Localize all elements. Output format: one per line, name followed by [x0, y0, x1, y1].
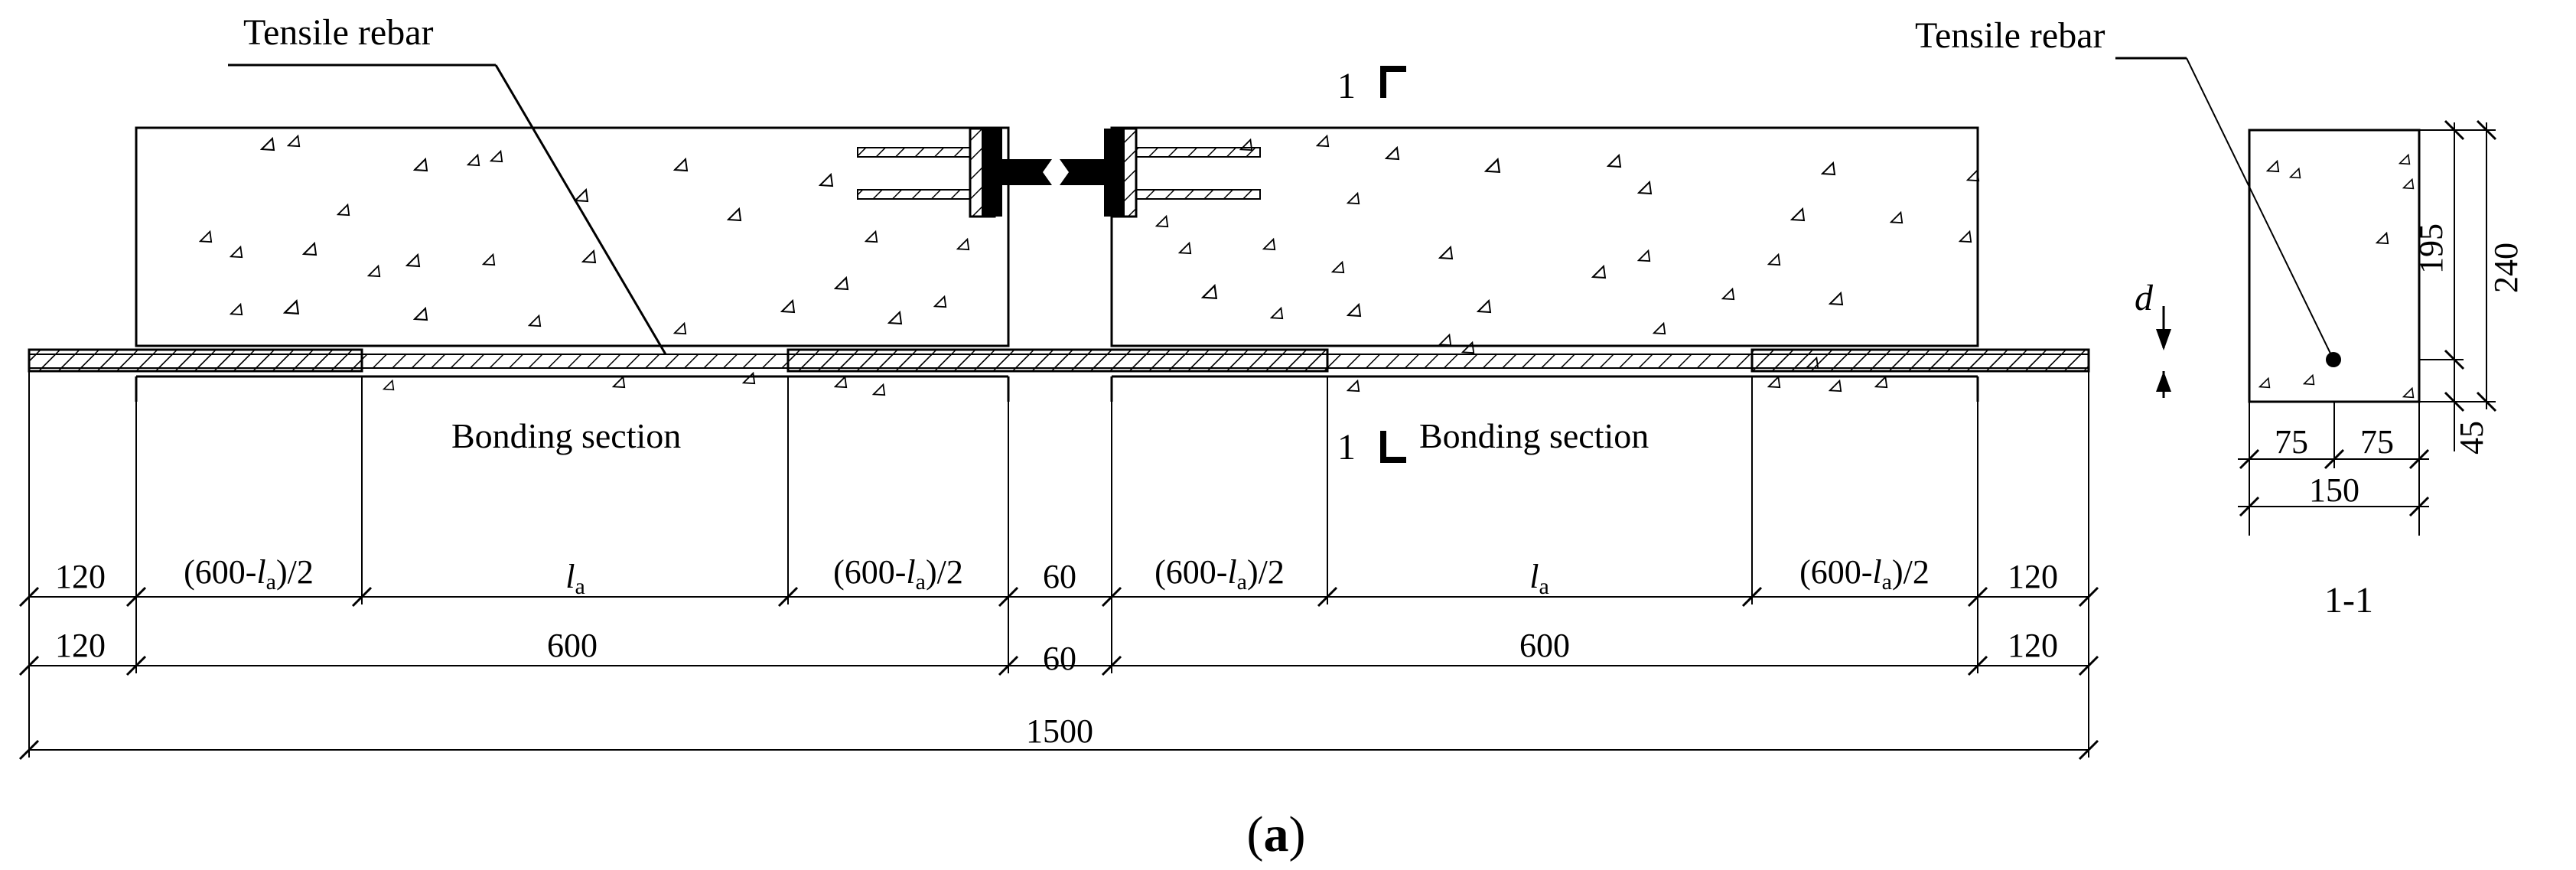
dim-r1-half-4: (600-la)/2 [1799, 553, 1930, 595]
tensile-rebar-text-right: Tensile rebar [1915, 15, 2105, 56]
dimension-row-1: 120 (600-la)/2 la (600-la)/2 60 (600-la)… [18, 553, 2099, 608]
tensile-rebar-text-left: Tensile rebar [243, 12, 434, 53]
dimension-total: 1500 [18, 712, 2099, 761]
sec-dim-half-left: 75 [2275, 423, 2308, 461]
section-mark-top-text: 1 [1337, 66, 1356, 106]
dim-r1-half-2: (600-la)/2 [833, 553, 963, 595]
dim-r2-end-left: 120 [55, 627, 106, 664]
hinge-connector [857, 127, 1261, 218]
sec-dim-top-part: 195 [2412, 223, 2450, 274]
d-symbol: d [2135, 278, 2154, 318]
dim-r1-la-1: la [565, 558, 585, 599]
cover-d-marker: d [2135, 278, 2171, 398]
figure-caption: (a) [1247, 806, 1306, 862]
dim-r2-beam-right: 600 [1519, 627, 1570, 664]
sec-dim-cover: 45 [2453, 421, 2490, 455]
tensile-rebar-label-left: Tensile rebar [228, 12, 667, 355]
dim-r1-la-2: la [1529, 558, 1549, 599]
sec-dim-height: 240 [2487, 243, 2525, 293]
dim-r2-end-right: 120 [2008, 627, 2058, 664]
dim-r1-half-1: (600-la)/2 [184, 553, 314, 595]
dimension-row-2: 120 600 60 600 120 [18, 627, 2099, 677]
section-title: 1-1 [2324, 580, 2373, 621]
dim-r1-gap: 60 [1043, 558, 1076, 595]
section-mark-bottom: 1 [1337, 427, 1406, 468]
section-mark-top: 1 [1337, 66, 1406, 106]
dim-total-text: 1500 [1026, 712, 1093, 750]
right-beam [1110, 126, 1980, 402]
bonding-section-left: Bonding section [451, 416, 681, 455]
dim-r2-beam-left: 600 [547, 627, 598, 664]
tensile-rebar [28, 348, 2090, 373]
left-beam [135, 126, 1010, 402]
bonding-section-right: Bonding section [1419, 416, 1649, 455]
sec-dim-width: 150 [2309, 471, 2359, 509]
sec-dim-half-right: 75 [2360, 423, 2394, 461]
dim-r1-half-3: (600-la)/2 [1154, 553, 1285, 595]
dim-r1-end-right: 120 [2008, 558, 2058, 595]
section-mark-bottom-text: 1 [1337, 427, 1356, 468]
extension-lines [28, 371, 2089, 758]
dim-r1-end-left: 120 [55, 558, 106, 595]
cross-section: Tensile rebar 195 240 45 75 [1915, 15, 2525, 621]
dim-r2-gap: 60 [1043, 640, 1076, 677]
